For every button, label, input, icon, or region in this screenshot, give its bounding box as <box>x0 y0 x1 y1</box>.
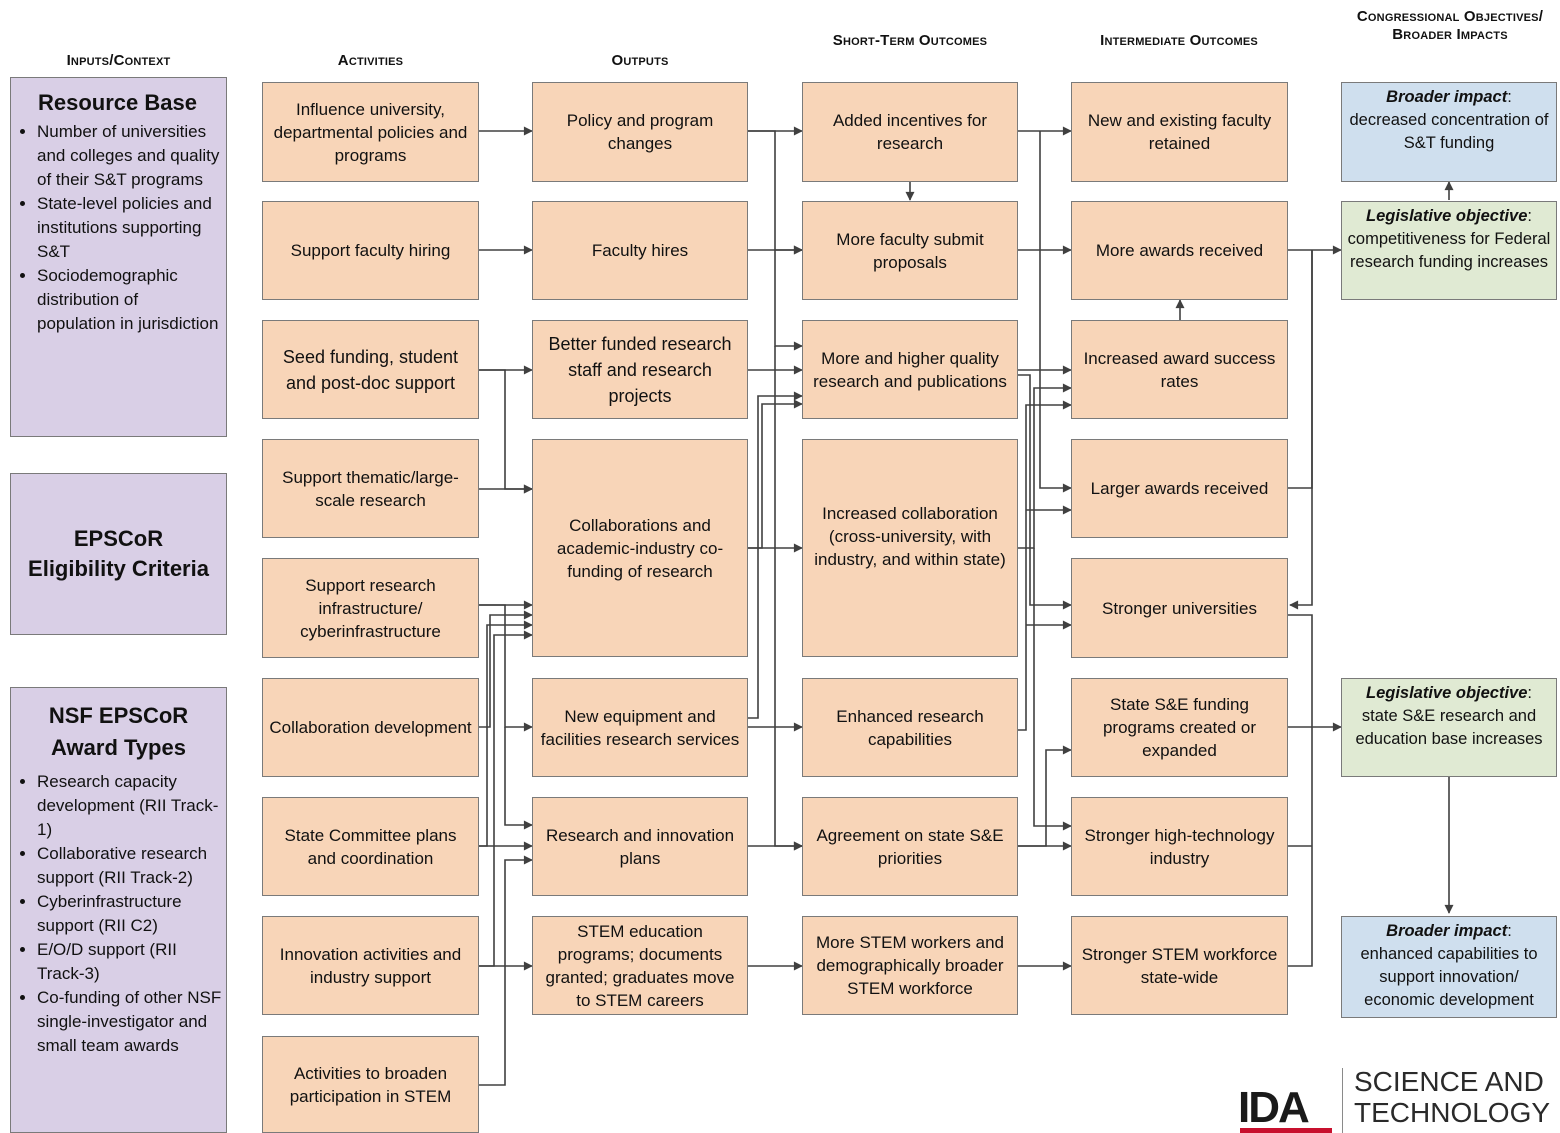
intermediate-faculty-retained: New and existing faculty retained <box>1071 82 1288 182</box>
short-term-collaboration: Increased collaboration (cross-universit… <box>802 439 1018 657</box>
header-activities: Activities <box>337 52 404 69</box>
logo-line-1: SCIENCE AND <box>1354 1066 1544 1097</box>
arrow-univ-to-legislative-2 <box>1288 614 1313 967</box>
list-item: State-level policies and institutions su… <box>37 192 220 264</box>
header-short-term: Short-Term Outcomes <box>832 32 988 49</box>
list-item: Number of universities and colleges and … <box>37 120 220 192</box>
resource-base-list: Number of universities and colleges and … <box>15 120 220 336</box>
short-term-research-publications: More and higher quality research and pub… <box>802 320 1018 419</box>
activity-research-infrastructure: Support research infrastructure/ cyberin… <box>262 558 479 658</box>
award-types-title: NSF EPSCoR Award Types <box>48 703 189 760</box>
output-stem-education: STEM education programs; documents grant… <box>532 916 748 1015</box>
activity-broaden-participation: Activities to broaden participation in S… <box>262 1036 479 1133</box>
output-faculty-hires: Faculty hires <box>532 201 748 300</box>
output-policy-changes: Policy and program changes <box>532 82 748 182</box>
intermediate-high-tech-industry: Stronger high-technology industry <box>1071 797 1288 896</box>
arrow-policy-to-research <box>774 250 803 351</box>
short-term-faculty-proposals: More faculty submit proposals <box>802 201 1018 300</box>
legislative-objective-label: Legislative objective <box>1366 207 1528 225</box>
legislative-objective-label: Legislative objective <box>1366 684 1528 702</box>
broader-impact-text: decreased concentration of S&T funding <box>1349 111 1549 152</box>
logo-line-2: TECHNOLOGY <box>1354 1097 1551 1128</box>
list-item: Co-funding of other NSF single-investiga… <box>37 986 222 1058</box>
ida-logo: IDA SCIENCE AND TECHNOLOGY <box>1238 1064 1558 1133</box>
header-intermediate: Intermediate Outcomes <box>1100 32 1258 49</box>
context-award-types: NSF EPSCoR Award Types Research capacity… <box>10 687 227 1133</box>
activity-state-committee: State Committee plans and coordination <box>262 797 479 896</box>
broader-impact-concentration: Broader impact: decreased concentration … <box>1341 82 1557 182</box>
broader-impact-text: enhanced capabilities to support innovat… <box>1360 945 1538 1009</box>
arrow-research-to-stronger-univ <box>1018 374 1072 610</box>
header-outputs: Outputs <box>611 52 669 69</box>
output-research-innovation-plans: Research and innovation plans <box>532 797 748 896</box>
activity-thematic-research: Support thematic/large-scale research <box>262 439 479 538</box>
arrow-agreement-to-state-programs <box>1018 745 1072 847</box>
colon: : <box>1527 684 1532 702</box>
arrow-collab-dev-to-collaborations <box>479 610 533 728</box>
eligibility-title: EPSCoR Eligibility Criteria <box>28 526 209 581</box>
context-resource-base: Resource Base Number of universities and… <box>10 77 227 437</box>
arrow-policy-to-agreement <box>774 346 803 851</box>
arrow-collaborations-to-research <box>748 399 803 549</box>
list-item: Cyberinfrastructure support (RII C2) <box>37 890 222 938</box>
output-better-funded-research: Better funded research staff and researc… <box>532 320 748 419</box>
arrow-incentives-trunk <box>1039 131 1072 493</box>
short-term-agreement-priorities: Agreement on state S&E priorities <box>802 797 1018 896</box>
colon: : <box>1507 88 1512 106</box>
activity-collaboration-development: Collaboration development <box>262 678 479 777</box>
intermediate-success-rates: Increased award success rates <box>1071 320 1288 419</box>
context-eligibility: EPSCoR Eligibility Criteria <box>10 473 227 635</box>
short-term-incentives: Added incentives for research <box>802 82 1018 182</box>
colon: : <box>1527 207 1532 225</box>
arrow-infrastructure-to-equipment <box>479 604 533 732</box>
output-new-equipment: New equipment and facilities research se… <box>532 678 748 777</box>
arrow-innovation-to-stem-programs <box>479 855 533 967</box>
legislative-objective-text: competitiveness for Federal research fun… <box>1347 230 1551 271</box>
legislative-objective-state-base: Legislative objective: state S&E researc… <box>1341 678 1557 777</box>
legislative-objective-competitiveness: Legislative objective: competitiveness f… <box>1341 201 1557 300</box>
list-item: E/O/D support (RII Track-3) <box>37 938 222 986</box>
arrow-infrastructure-to-research-plans <box>504 727 533 830</box>
ida-underline <box>1240 1128 1332 1133</box>
intermediate-stronger-universities: Stronger universities <box>1071 558 1288 658</box>
arrow-larger-to-legislative-1 <box>1288 250 1313 489</box>
intermediate-state-funding: State S&E funding programs created or ex… <box>1071 678 1288 777</box>
broader-impact-label: Broader impact <box>1386 88 1508 106</box>
header-inputs: Inputs/Context <box>66 52 171 69</box>
header-congressional: Congressional Objectives/ Broader Impact… <box>1356 8 1544 43</box>
list-item: Collaborative research support (RII Trac… <box>37 842 222 890</box>
activity-support-faculty-hiring: Support faculty hiring <box>262 201 479 300</box>
broader-impact-label: Broader impact <box>1386 922 1508 940</box>
arrow-capabilities-to-success <box>1018 400 1072 731</box>
arrow-policy-to-proposals <box>748 130 803 255</box>
arrow-trunk-to-stronger-univ <box>1289 250 1313 610</box>
intermediate-stem-workforce: Stronger STEM workforce state-wide <box>1071 916 1288 1015</box>
resource-base-title: Resource Base <box>38 90 197 115</box>
ida-wordmark: IDA <box>1238 1083 1310 1132</box>
intermediate-more-awards: More awards received <box>1071 201 1288 300</box>
activity-seed-funding: Seed funding, student and post-doc suppo… <box>262 320 479 419</box>
broader-impact-innovation: Broader impact: enhanced capabilities to… <box>1341 916 1557 1018</box>
arrow-broaden-to-stem-programs <box>479 961 533 1086</box>
logo-divider <box>1342 1068 1343 1133</box>
arrow-equipment-to-research <box>748 391 803 719</box>
list-item: Research capacity development (RII Track… <box>37 770 222 842</box>
short-term-stem-workers: More STEM workers and demographically br… <box>802 916 1018 1015</box>
colon: : <box>1507 922 1512 940</box>
activity-innovation-industry: Innovation activities and industry suppo… <box>262 916 479 1015</box>
intermediate-larger-awards: Larger awards received <box>1071 439 1288 538</box>
short-term-research-capabilities: Enhanced research capabilities <box>802 678 1018 777</box>
legislative-objective-text: state S&E research and education base in… <box>1355 707 1543 748</box>
output-collaborations-cofunding: Collaborations and academic-industry co-… <box>532 439 748 657</box>
list-item: Sociodemographic distribution of populat… <box>37 264 220 336</box>
activity-influence-policies: Influence university, departmental polic… <box>262 82 479 182</box>
arrow-seed-to-collaborations <box>479 369 533 494</box>
arrow-collab-to-high-tech <box>1033 548 1072 831</box>
award-types-list: Research capacity development (RII Track… <box>15 770 222 1058</box>
